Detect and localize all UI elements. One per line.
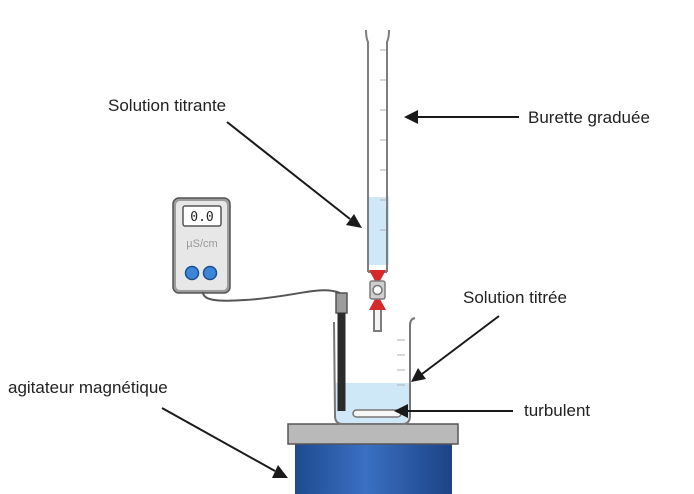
burette-liquid [367, 197, 389, 265]
meter-button-left [184, 265, 200, 281]
beaker [333, 317, 416, 425]
magnetic-stirrer [287, 423, 459, 494]
meter-display [182, 205, 222, 227]
annotation-arrows [161, 110, 519, 478]
conductimeter: 0.0 µS/cm [172, 197, 231, 294]
stirrer-base [295, 443, 452, 494]
stopcock [369, 270, 386, 310]
stir-bar [352, 409, 402, 418]
burette [365, 29, 390, 332]
label-solution-titrante: Solution titrante [108, 96, 227, 115]
beaker-glass [333, 317, 416, 425]
arrow-agitateur [161, 407, 288, 478]
label-solution-titree: Solution titrée [463, 288, 567, 307]
burette-graduations [380, 49, 386, 231]
arrow-titree [411, 315, 500, 382]
meter-button-right [202, 265, 218, 281]
probe-cable [202, 289, 341, 302]
arrow-titrant [226, 121, 362, 228]
arrow-turbulent [394, 404, 513, 418]
meter-unit: µS/cm [186, 238, 217, 250]
conductivity-probe [335, 292, 348, 411]
stirrer-top-plate [287, 423, 459, 445]
beaker-graduations [397, 339, 405, 386]
label-burette-graduee: Burette graduée [528, 108, 650, 127]
label-agitateur-magnetique: agitateur magnétique [8, 378, 168, 397]
label-turbulent: turbulent [524, 401, 591, 420]
meter-reading: 0.0 [190, 210, 213, 225]
burette-glass [365, 29, 390, 272]
arrow-burette [404, 110, 519, 124]
burette-tip [373, 310, 382, 332]
